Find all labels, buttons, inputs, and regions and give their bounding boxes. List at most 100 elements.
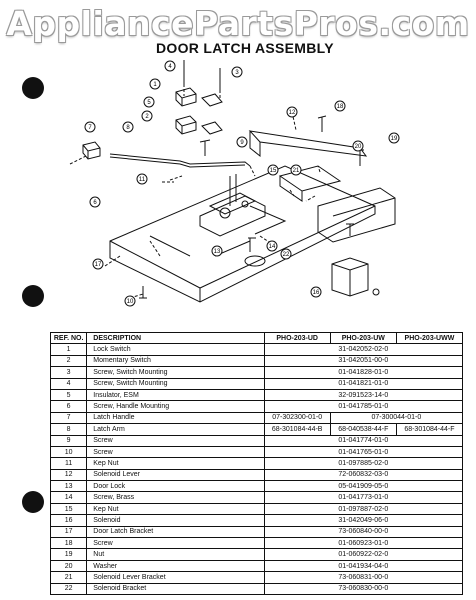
table-cell: 19 <box>49 548 88 561</box>
table-cell: Screw, Switch Mounting <box>86 377 265 390</box>
table-cell: 01-041828-01-0 <box>263 366 464 379</box>
callout: 12 <box>286 106 298 118</box>
callout: 9 <box>236 136 248 148</box>
table-cell: 12 <box>49 468 88 482</box>
table-cell: Kep Nut <box>86 457 265 470</box>
svg-text:4: 4 <box>168 64 172 70</box>
table-cell: Solenoid <box>86 514 265 527</box>
table-cell: 32-091523-14-0 <box>263 388 464 402</box>
svg-text:20: 20 <box>355 144 362 150</box>
callout: 6 <box>89 196 101 208</box>
page-title: DOOR LATCH ASSEMBLY <box>156 40 334 56</box>
svg-text:12: 12 <box>289 110 296 116</box>
latch-handle <box>82 141 101 160</box>
table-cell: 14 <box>49 491 88 504</box>
callout: 20 <box>352 140 364 152</box>
callout: 22 <box>280 248 292 260</box>
table-cell: 13 <box>49 480 88 493</box>
description-header: DESCRIPTION <box>86 331 265 345</box>
table-cell: 2 <box>49 354 88 368</box>
table-cell: 31-042049-06-0 <box>263 514 464 527</box>
callout: 14 <box>266 240 278 252</box>
callout: 1 <box>149 78 161 90</box>
callout: 7 <box>84 121 96 133</box>
table-cell: Screw, Handle Mounting <box>86 400 265 413</box>
table-cell: 5 <box>49 388 88 402</box>
table-cell: Screw <box>86 434 265 447</box>
table-cell: 11 <box>49 457 88 470</box>
table-cell: Insulator, ESM <box>86 388 265 402</box>
table-cell: Latch Handle <box>86 411 265 425</box>
table-cell: 01-097885-02-0 <box>263 457 464 470</box>
table-cell: 01-041774-01-0 <box>263 434 464 447</box>
table-cell: 6 <box>49 400 88 413</box>
ref-header: REF. NO. <box>49 331 88 345</box>
table-cell: Momentary Switch <box>86 354 265 368</box>
table-cell: 68-301084-44-B <box>263 423 331 436</box>
parts-table: REF. NO. DESCRIPTION PHO-203-UD PHO-203-… <box>49 331 464 596</box>
door-lock <box>199 195 266 237</box>
table-cell: 1 <box>49 343 88 356</box>
svg-text:17: 17 <box>95 262 102 268</box>
callout: 16 <box>310 286 322 298</box>
table-cell: 01-041934-04-0 <box>263 559 464 573</box>
solenoid <box>331 257 369 297</box>
solenoid-bracket <box>317 187 396 243</box>
lock-switch <box>175 87 197 107</box>
svg-text:5: 5 <box>147 100 151 106</box>
latch-arm <box>109 153 251 167</box>
table-cell: Nut <box>86 548 265 561</box>
callout: 3 <box>231 66 243 78</box>
table-cell: Door Lock <box>86 480 265 493</box>
table-cell: Solenoid Bracket <box>86 582 265 596</box>
exploded-diagram: 1 2 3 4 5 6 7 8 9 10 11 12 13 14 15 16 1… <box>69 60 400 307</box>
momentary-switch <box>175 115 197 135</box>
svg-text:11: 11 <box>139 177 146 183</box>
table-cell: Lock Switch <box>86 343 265 356</box>
table-cell: 01-041773-01-0 <box>263 491 464 504</box>
table-cell: 73-060840-00-0 <box>263 525 464 539</box>
table-cell: 4 <box>49 377 88 390</box>
svg-text:19: 19 <box>391 136 398 142</box>
table-cell: Screw, Switch Mounting <box>86 366 265 379</box>
table-cell: 21 <box>49 571 88 584</box>
table-cell: 20 <box>49 559 88 573</box>
table-cell: Door Latch Bracket <box>86 525 265 539</box>
table-cell: 01-041765-01-0 <box>263 445 464 459</box>
table-cell: Screw, Brass <box>86 491 265 504</box>
table-cell: 31-042052-02-0 <box>263 343 464 356</box>
svg-text:1: 1 <box>153 82 157 88</box>
table-cell: Screw <box>86 445 265 459</box>
table-cell: 9 <box>49 434 88 447</box>
table-cell: 17 <box>49 525 88 539</box>
table-cell: Solenoid Lever Bracket <box>86 571 265 584</box>
model-header: PHO-203-UWW <box>395 331 464 345</box>
table-cell: 8 <box>49 423 88 436</box>
table-cell: 31-042051-00-0 <box>263 354 464 368</box>
callout: 4 <box>164 60 176 72</box>
svg-text:9: 9 <box>240 140 244 146</box>
callout: 2 <box>141 110 153 122</box>
table-cell: 01-041821-01-0 <box>263 377 464 390</box>
table-cell: Kep Nut <box>86 502 265 516</box>
svg-text:13: 13 <box>214 249 221 255</box>
table-cell: Washer <box>86 559 265 573</box>
table-cell: 05-041909-05-0 <box>263 480 464 493</box>
